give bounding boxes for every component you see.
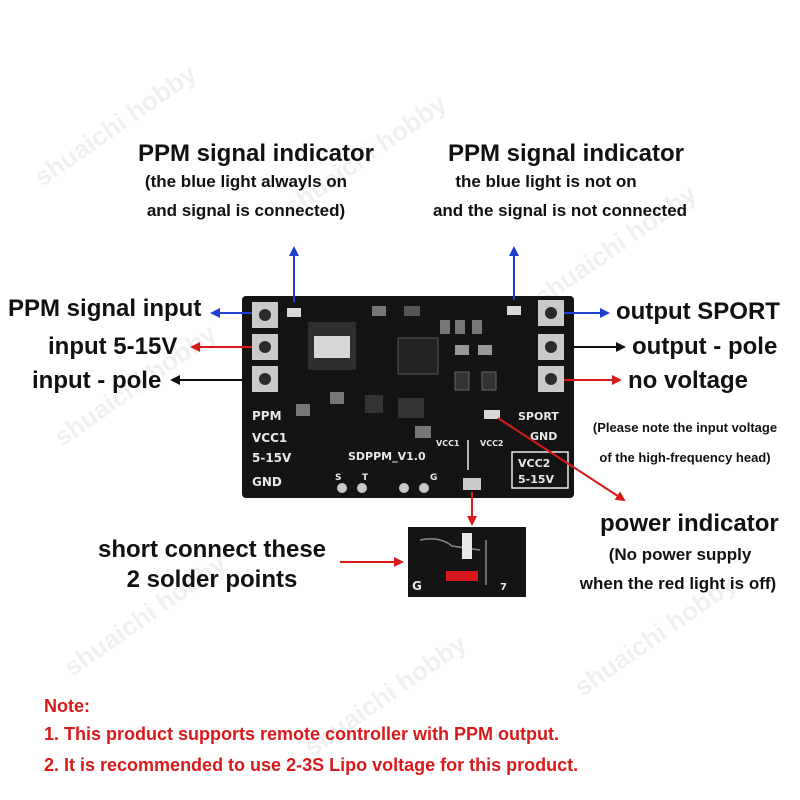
- silk-vcc1-small: VCC1: [436, 439, 460, 448]
- silk-vcc1: VCC1: [252, 431, 287, 445]
- silk-sport: SPORT: [518, 410, 559, 423]
- power-indicator-title: power indicator: [600, 510, 779, 537]
- hf-note-line2: of the high-frequency head): [599, 450, 771, 465]
- silk-letter: S: [335, 473, 341, 483]
- silk-letter: G: [430, 473, 437, 483]
- ppm-indicator-left-line2: and signal is connected): [146, 201, 346, 220]
- silk-vcc2-small: VCC2: [480, 439, 504, 448]
- silk-gnd-left: GND: [252, 475, 282, 489]
- silk-range1: 5-15V: [252, 451, 292, 465]
- red-power-led: [484, 410, 500, 419]
- svg-text:7: 7: [500, 582, 507, 593]
- svg-text:G: G: [412, 579, 422, 593]
- output-sport-label: output SPORT: [616, 298, 780, 325]
- pcb-board: PPM VCC1 5-15V GND SDPPM_V1.0 VCC1 VCC2 …: [242, 296, 574, 498]
- power-indicator-line1: (No power supply: [608, 545, 752, 564]
- short-pad-red-mark: [446, 571, 478, 581]
- ppm-indicator-right-line2: and the signal is not connected: [432, 201, 688, 220]
- ic-chip: [397, 337, 439, 375]
- blue-led-right: [507, 306, 521, 315]
- arrow-power-indicator: [497, 417, 626, 502]
- note-title: Note:: [44, 696, 90, 716]
- silk-gnd-right: GND: [530, 430, 557, 443]
- silk-range2: 5-15V: [518, 473, 555, 486]
- ppm-indicator-right-line1: the blue light is not on: [455, 172, 637, 191]
- hf-note-line1: (Please note the input voltage: [592, 420, 778, 435]
- silk-model: SDPPM_V1.0: [348, 450, 426, 463]
- power-indicator-line2: when the red light is off): [579, 574, 777, 593]
- short-connect-line1: short connect these: [97, 536, 327, 563]
- solder-point-inset: G 7: [408, 527, 526, 597]
- ppm-indicator-right-title: PPM signal indicator: [447, 140, 685, 167]
- silk-vcc2: VCC2: [518, 457, 550, 470]
- input-neg-label: input - pole: [32, 367, 162, 394]
- blue-led-left: [287, 308, 301, 317]
- short-pad-board: [463, 478, 481, 490]
- ppm-signal-input-label: PPM signal input: [8, 295, 202, 322]
- ppm-indicator-left-title: PPM signal indicator: [137, 140, 375, 167]
- input-voltage-label: input 5-15V: [48, 333, 178, 360]
- short-connect-line2: 2 solder points: [126, 566, 298, 593]
- ppm-indicator-left-line1: (the blue light alwayls on: [144, 172, 348, 191]
- no-voltage-label: no voltage: [628, 367, 749, 394]
- note-item-2: 2. It is recommended to use 2-3S Lipo vo…: [44, 755, 579, 775]
- output-neg-label: output - pole: [632, 333, 778, 360]
- note-item-1: 1. This product supports remote controll…: [44, 724, 560, 744]
- silk-letter: T: [362, 473, 369, 483]
- silk-ppm: PPM: [252, 409, 282, 423]
- regulator-tab: [314, 336, 350, 358]
